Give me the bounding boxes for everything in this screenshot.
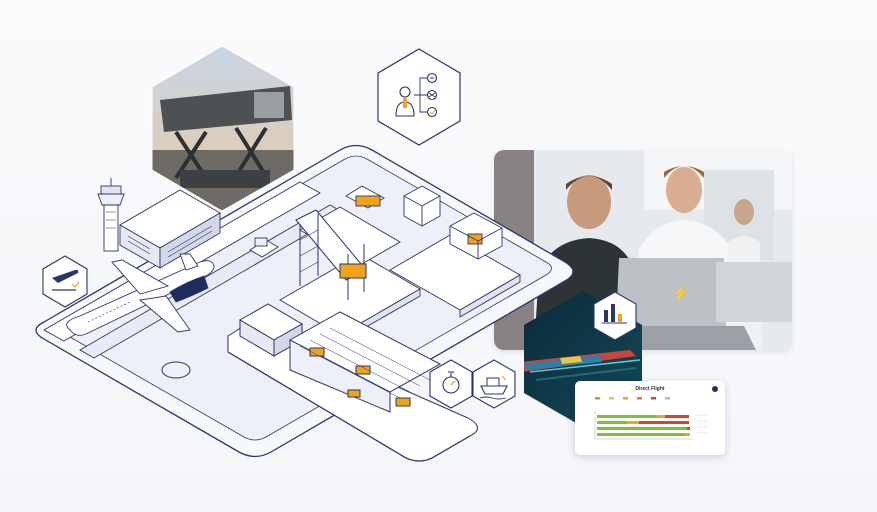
chart-card-graphic (594, 386, 718, 440)
info-icon (712, 386, 718, 392)
workflow-icon (377, 48, 461, 146)
chart-legend (595, 397, 670, 400)
chart-bars (597, 415, 690, 436)
control-tower (97, 178, 125, 252)
cargo-ship (227, 303, 478, 462)
airplane (66, 253, 215, 336)
direct-flight-chart-card: Direct Flight (575, 381, 725, 455)
cargo-vehicles (249, 185, 385, 258)
container-stacks (403, 185, 503, 260)
svg-text:⚡: ⚡ (672, 285, 689, 302)
bar-chart-icon (593, 291, 637, 341)
airport-terminal (119, 189, 221, 269)
flight-landing-icon (42, 255, 88, 308)
ship-icon (472, 359, 516, 409)
gantry-crane (295, 209, 367, 300)
stopwatch-icon (429, 359, 473, 409)
chart-card-title: Direct Flight (635, 386, 665, 392)
